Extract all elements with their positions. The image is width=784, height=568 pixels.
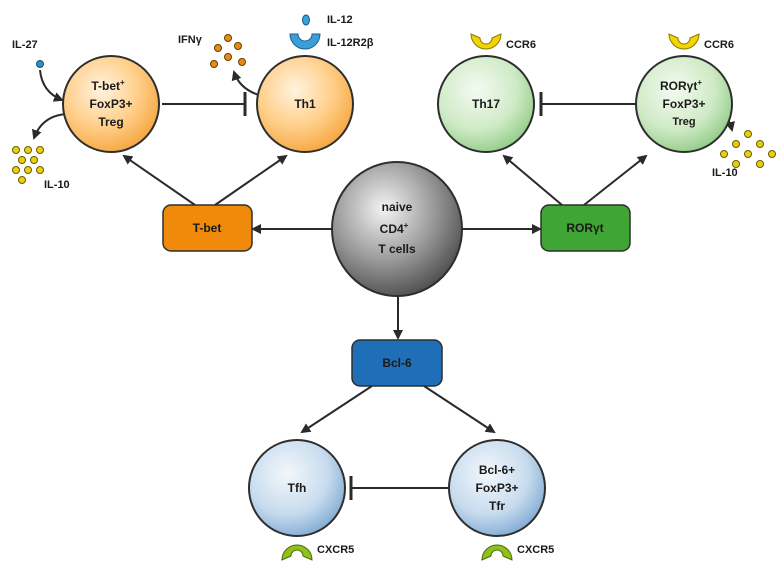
ifng-dots-icon <box>210 34 246 68</box>
tfh-label: Tfh <box>288 481 307 495</box>
il12-label: IL-12 <box>327 14 353 26</box>
tbet-treg-line3: Treg <box>98 115 123 129</box>
ccr6-treg-receptor-icon <box>668 33 700 50</box>
rorgt-treg-cell: RORγt+ FoxP3+ Treg <box>635 55 733 153</box>
tbet-box: T-bet <box>162 204 253 252</box>
rorgt-box: RORγt <box>540 204 631 252</box>
il27-arrow <box>39 69 64 102</box>
cxcr5-tfh-receptor-icon <box>281 544 313 561</box>
naive-label: naive <box>382 200 413 214</box>
il12r-receptor-icon <box>289 33 321 50</box>
tbet-label: T-bet <box>193 221 222 235</box>
tfr-line1: Bcl-6+ <box>479 463 515 477</box>
th1-label: Th1 <box>294 97 316 111</box>
rorgt-treg-line1: RORγt+ <box>660 78 702 93</box>
il12r-label: IL-12R2β <box>327 37 374 49</box>
tbet-treg-cell: T-bet+ FoxP3+ Treg <box>62 55 160 153</box>
ccr6-th17-label: CCR6 <box>506 39 536 51</box>
cxcr5-tfh-label: CXCR5 <box>317 544 354 556</box>
tfr-line2: FoxP3+ <box>475 481 518 495</box>
ccr6-th17-receptor-icon <box>470 33 502 50</box>
il10-left-arrow <box>32 113 67 140</box>
tbet-treg-line1: T-bet+ <box>91 78 125 93</box>
edge-rorgt-to-th17 <box>502 154 563 206</box>
tfr-line3: Tfr <box>489 499 505 513</box>
ifng-label: IFNγ <box>178 34 203 46</box>
th17-cell: Th17 <box>437 55 535 153</box>
tbet-treg-line2: FoxP3+ <box>89 97 132 111</box>
il10-right-label: IL-10 <box>712 167 738 179</box>
il10-left-label: IL-10 <box>44 179 70 191</box>
il27-label: IL-27 <box>12 39 38 51</box>
tcells-label: T cells <box>378 242 416 256</box>
il12-ligand-icon <box>302 14 310 26</box>
edge-rorgt-to-treg <box>583 154 648 206</box>
il27-dot-icon <box>36 60 44 68</box>
cd4-label: CD4+ <box>380 221 409 236</box>
rorgt-treg-line3: Treg <box>672 116 695 128</box>
edges <box>32 69 735 500</box>
edge-tbet-to-treg <box>122 154 196 206</box>
bcl6-box: Bcl-6 <box>351 339 443 387</box>
cxcr5-tfr-receptor-icon <box>481 544 513 561</box>
ccr6-treg-label: CCR6 <box>704 39 734 51</box>
th17-label: Th17 <box>472 97 500 111</box>
tfr-cell: Bcl-6+ FoxP3+ Tfr <box>448 439 546 537</box>
th1-cell: Th1 <box>256 55 354 153</box>
rorgt-treg-line2: FoxP3+ <box>662 97 705 111</box>
il10-right-dots-icon <box>720 130 776 168</box>
cxcr5-tfr-label: CXCR5 <box>517 544 554 556</box>
edge-bcl6-to-tfh <box>300 385 373 434</box>
bcl6-label: Bcl-6 <box>382 356 412 370</box>
naive-cd4-cell: naive CD4+ T cells <box>331 161 463 297</box>
edge-tbet-to-th1 <box>214 154 288 206</box>
rorgt-label: RORγt <box>566 221 603 235</box>
edge-bcl6-to-tfr <box>423 385 496 434</box>
il10-left-dots-icon <box>12 146 44 184</box>
tfh-cell: Tfh <box>248 439 346 537</box>
